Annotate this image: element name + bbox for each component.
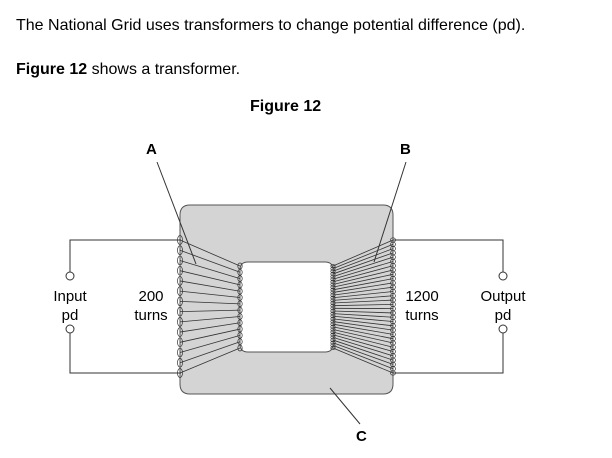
input-label-line1: Input <box>53 288 87 305</box>
label-c: C <box>356 428 367 445</box>
input-terminal-bottom <box>65 324 75 334</box>
label-b: B <box>400 141 411 158</box>
secondary-winding <box>332 310 394 314</box>
secondary-winding <box>332 265 394 283</box>
secondary-winding <box>332 347 394 374</box>
primary-winding-loop <box>177 265 183 276</box>
primary-winding-loop <box>177 306 183 317</box>
iron-core <box>179 204 394 395</box>
secondary-winding <box>332 273 394 288</box>
secondary-winding <box>332 323 394 335</box>
primary-winding-loop <box>177 368 183 378</box>
caption-rest: shows a transformer. <box>87 61 241 78</box>
output-circuit-wire <box>393 239 504 374</box>
secondary-turns-value: 1200 <box>405 288 439 305</box>
primary-winding-loop <box>177 296 183 307</box>
secondary-winding <box>332 303 394 307</box>
secondary-winding <box>332 256 394 277</box>
secondary-winding-loop <box>390 370 396 376</box>
primary-winding <box>179 328 241 343</box>
leader-line-c <box>329 387 361 425</box>
primary-winding <box>179 322 241 333</box>
secondary-coil <box>330 237 396 376</box>
secondary-winding <box>332 295 394 301</box>
secondary-winding <box>332 344 394 370</box>
secondary-winding <box>332 286 394 296</box>
intro-text: The National Grid uses transformers to c… <box>16 17 526 34</box>
secondary-winding <box>332 315 394 322</box>
primary-winding-loop <box>177 286 183 297</box>
input-pd-label: Input pd <box>47 287 93 325</box>
figure-caption: Figure 12 shows a transformer. <box>16 61 240 79</box>
output-pd-label: Output pd <box>475 287 531 325</box>
secondary-winding <box>332 243 394 270</box>
primary-turns-value: 200 <box>138 288 164 305</box>
leader-line-a <box>156 161 197 265</box>
secondary-winding <box>332 321 394 331</box>
secondary-winding <box>332 331 394 348</box>
secondary-winding <box>332 261 394 280</box>
secondary-winding <box>332 299 394 304</box>
primary-winding <box>179 270 241 286</box>
output-label-line2: pd <box>494 307 512 324</box>
primary-winding <box>179 239 241 267</box>
figure-ref: Figure 12 <box>16 61 88 78</box>
secondary-winding-loop <box>330 346 336 350</box>
primary-coil <box>177 235 243 378</box>
secondary-winding <box>332 291 394 299</box>
secondary-winding <box>332 278 394 291</box>
primary-winding-loop <box>177 316 183 327</box>
primary-winding-loop <box>237 344 243 352</box>
primary-winding <box>179 260 241 279</box>
primary-winding-loop <box>177 245 183 256</box>
output-label-line1: Output <box>480 288 526 305</box>
primary-winding <box>179 249 241 273</box>
secondary-winding <box>332 282 394 293</box>
primary-winding-loop <box>177 255 183 266</box>
primary-winding-loop <box>177 357 183 368</box>
secondary-winding <box>332 326 394 340</box>
secondary-winding <box>332 252 394 275</box>
secondary-winding <box>332 239 394 267</box>
primary-winding <box>179 300 241 305</box>
secondary-turns-label: 1200 turns <box>399 287 445 325</box>
output-terminal-top <box>498 271 508 281</box>
secondary-winding <box>332 337 394 357</box>
primary-winding <box>179 309 241 313</box>
primary-winding-loop <box>177 347 183 358</box>
input-terminal-top <box>65 271 75 281</box>
secondary-winding <box>332 339 394 361</box>
secondary-winding <box>332 318 394 327</box>
primary-winding <box>179 347 241 374</box>
secondary-winding <box>332 329 394 344</box>
secondary-winding <box>332 334 394 352</box>
primary-winding <box>179 290 241 298</box>
input-circuit-wire <box>69 239 181 374</box>
primary-winding-loop <box>177 235 183 245</box>
primary-turns-label: 200 turns <box>128 287 174 325</box>
primary-turns-word: turns <box>134 307 168 324</box>
primary-winding <box>179 316 241 323</box>
primary-winding <box>179 341 241 364</box>
secondary-winding <box>332 269 394 285</box>
primary-winding-loop <box>177 337 183 348</box>
primary-winding-loop <box>177 276 183 286</box>
figure-title: Figure 12 <box>250 98 322 115</box>
primary-winding-loop <box>177 327 183 337</box>
label-a: A <box>146 141 157 158</box>
input-label-line2: pd <box>61 307 79 324</box>
primary-winding <box>179 280 241 292</box>
secondary-winding <box>332 342 394 365</box>
leader-line-b <box>373 161 407 263</box>
secondary-turns-word: turns <box>405 307 439 324</box>
secondary-winding <box>332 248 394 272</box>
secondary-winding <box>332 313 394 318</box>
output-terminal-bottom <box>498 324 508 334</box>
primary-winding <box>179 335 241 353</box>
